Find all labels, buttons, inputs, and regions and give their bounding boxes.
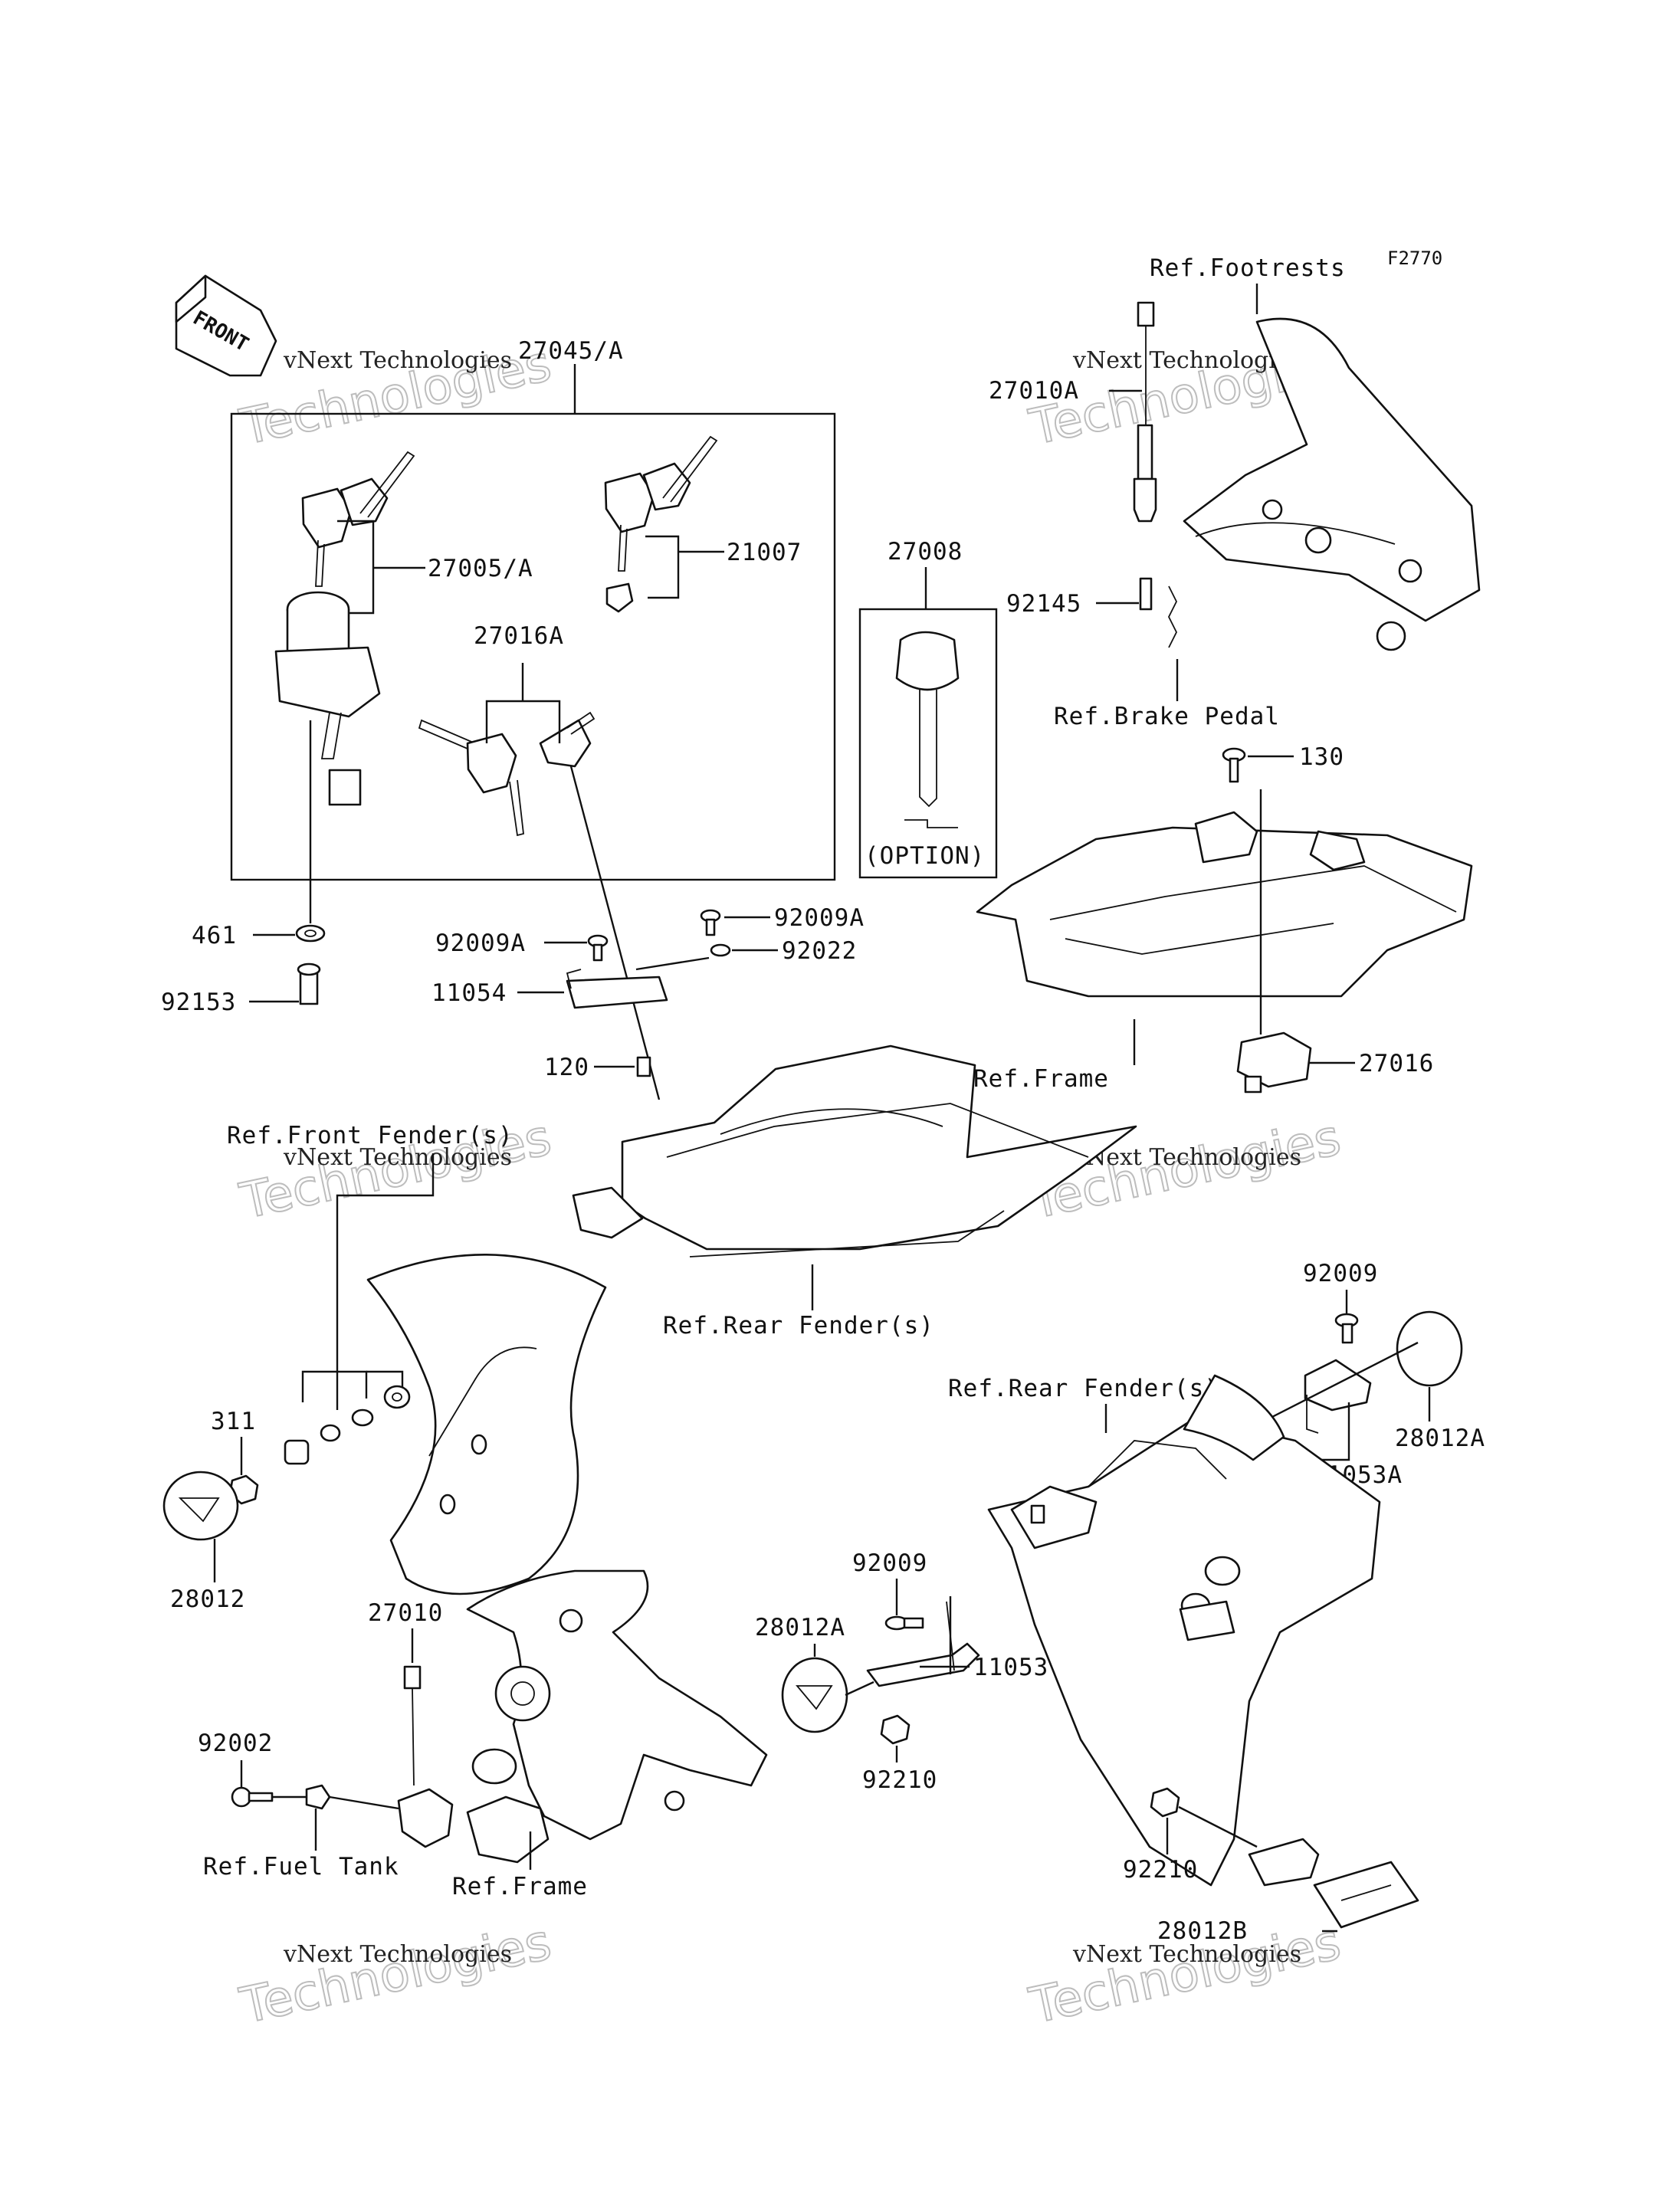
label-11054: 11054 — [431, 979, 507, 1007]
label-92210-mid: 92210 — [862, 1766, 937, 1794]
reflector-28012 — [162, 1471, 239, 1541]
front-fender — [366, 1254, 607, 1595]
svg-text:vNext Technologies: vNext Technologies — [1072, 347, 1301, 374]
label-92145: 92145 — [1006, 590, 1081, 618]
figure-code: F2770 — [1387, 248, 1442, 269]
watermark: Technologies vNext Technologies — [235, 335, 557, 457]
svg-text:vNext Technologies: vNext Technologies — [283, 347, 512, 374]
label-311: 311 — [211, 1408, 256, 1435]
label-ref-rear-fender-mid: Ref.Rear Fender(s) — [663, 1312, 934, 1340]
svg-text:Technologies: Technologies — [235, 1914, 556, 2035]
label-27010: 27010 — [368, 1599, 443, 1627]
label-27008: 27008 — [888, 538, 963, 566]
bracket-11053 — [866, 1601, 980, 1687]
bolt-92002 — [231, 1786, 274, 1808]
label-27016: 27016 — [1359, 1050, 1434, 1077]
label-92002: 92002 — [198, 1730, 273, 1757]
svg-text:vNext Technologies: vNext Technologies — [283, 1941, 512, 1968]
bolt-92009A-left — [587, 934, 609, 962]
svg-text:vNext Technologies: vNext Technologies — [1072, 1941, 1301, 1968]
label-27016A: 27016A — [474, 622, 564, 650]
label-28012: 28012 — [170, 1585, 245, 1613]
label-27010A: 27010A — [989, 377, 1079, 405]
label-21007: 21007 — [727, 539, 802, 566]
label-option: (OPTION) — [865, 842, 985, 870]
label-28012A-left: 28012A — [755, 1614, 845, 1641]
label-92009-right: 92009 — [1303, 1260, 1378, 1287]
label-ref-rear-fender-low: Ref.Rear Fender(s) — [948, 1375, 1219, 1402]
key-pair-21007 — [604, 435, 718, 613]
label-92009A-left: 92009A — [435, 930, 526, 957]
washer-461 — [295, 924, 326, 943]
label-ref-footrests: Ref.Footrests — [1150, 254, 1346, 282]
rear-fender-undertray — [572, 1044, 1137, 1258]
key-set-box — [230, 364, 836, 881]
svg-text:vNext Technologies: vNext Technologies — [1072, 1144, 1301, 1171]
nut-92210-mid — [880, 1714, 911, 1745]
reflector-28012B — [1248, 1838, 1419, 1929]
brake-switch-27010 — [397, 1665, 454, 1848]
label-92153: 92153 — [161, 989, 236, 1016]
label-ref-frame-top: Ref.Frame — [973, 1065, 1109, 1093]
bolt-92009A-right — [700, 909, 721, 936]
label-11053: 11053 — [973, 1654, 1048, 1681]
bracket-11054 — [566, 969, 668, 1009]
footrest-bracket — [1183, 317, 1481, 651]
brake-switch-27010A — [1133, 301, 1157, 523]
bolt-120 — [636, 1056, 651, 1077]
key-pair-27005A — [301, 451, 415, 587]
label-ref-brake-pedal: Ref.Brake Pedal — [1054, 703, 1280, 730]
label-92210-bottom: 92210 — [1123, 1856, 1198, 1884]
reflector-28012A-left — [781, 1657, 848, 1733]
option-key — [895, 631, 960, 828]
bolt-92009-mid — [884, 1615, 924, 1631]
frame-lower — [466, 1569, 768, 1864]
label-ref-fuel-tank: Ref.Fuel Tank — [203, 1853, 399, 1881]
lock-27016 — [1236, 1031, 1312, 1094]
bolt-92153 — [297, 962, 321, 1005]
label-27005A: 27005/A — [428, 555, 533, 582]
reflector-28012A-right — [1396, 1310, 1463, 1387]
front-arrow-icon: FRONT — [175, 274, 277, 377]
label-ref-front-fender: Ref.Front Fender(s) — [227, 1122, 514, 1149]
label-92009-mid: 92009 — [852, 1549, 927, 1577]
label-461: 461 — [192, 922, 237, 949]
bracket-11053A — [1304, 1359, 1372, 1434]
svg-text:vNext Technologies: vNext Technologies — [283, 1144, 512, 1171]
label-28012B: 28012B — [1157, 1917, 1248, 1945]
washer-92022 — [710, 943, 731, 957]
spring-92145 — [1139, 577, 1178, 648]
bolt-92009-right — [1334, 1313, 1359, 1344]
bolt-130 — [1222, 747, 1246, 783]
license-bracket — [987, 1374, 1381, 1887]
fender-fasteners — [284, 1385, 411, 1465]
nut-92210-bottom — [1150, 1787, 1180, 1818]
label-92009A-right: 92009A — [774, 904, 865, 932]
watermark: Technologies vNext Technologies — [235, 1913, 557, 2036]
label-ref-frame-low: Ref.Frame — [452, 1873, 588, 1900]
label-28012A-right: 28012A — [1395, 1425, 1485, 1452]
label-27045A: 27045/A — [518, 337, 624, 365]
label-92022: 92022 — [782, 937, 857, 965]
label-120: 120 — [544, 1054, 589, 1081]
rear-frame — [976, 811, 1473, 998]
ignition-switch — [274, 591, 381, 806]
label-130: 130 — [1299, 743, 1344, 771]
key-pair-27016A — [418, 711, 596, 837]
